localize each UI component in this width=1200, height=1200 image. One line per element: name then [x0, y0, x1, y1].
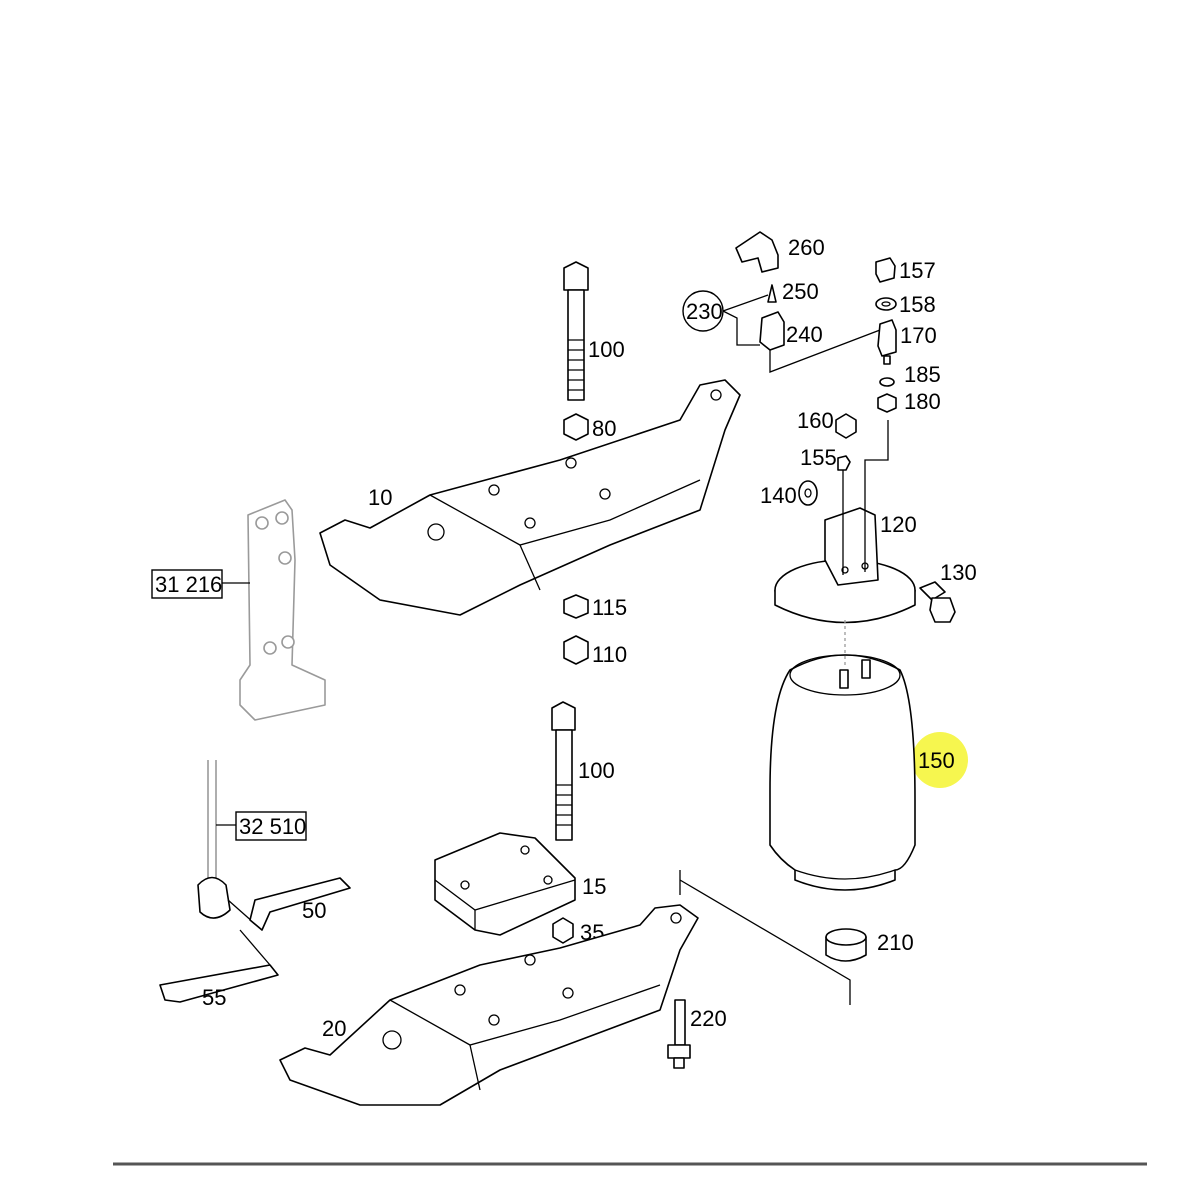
- nut-180: [877, 393, 897, 413]
- ring-158: [875, 297, 897, 311]
- label-100-lower[interactable]: 100: [578, 758, 615, 783]
- label-230[interactable]: 230: [686, 299, 723, 324]
- valve-170: [877, 319, 897, 365]
- label-140[interactable]: 140: [760, 483, 797, 508]
- bolt-100-upper: [563, 261, 589, 401]
- label-80[interactable]: 80: [592, 416, 616, 441]
- label-240[interactable]: 240: [786, 322, 823, 347]
- fitting-250: [767, 284, 777, 303]
- label-160[interactable]: 160: [797, 408, 834, 433]
- label-120[interactable]: 120: [880, 512, 917, 537]
- rod-32510: [197, 760, 263, 931]
- plate-15: [434, 832, 576, 936]
- oring-185: [879, 377, 895, 387]
- label-15[interactable]: 15: [582, 874, 606, 899]
- bolt-220: [667, 999, 691, 1069]
- label-250[interactable]: 250: [782, 279, 819, 304]
- label-110[interactable]: 110: [592, 642, 627, 667]
- label-170[interactable]: 170: [900, 323, 937, 348]
- label-150[interactable]: 150: [918, 748, 955, 773]
- bracket-31216: [239, 499, 326, 721]
- label-210[interactable]: 210: [877, 930, 914, 955]
- label-20[interactable]: 20: [322, 1016, 346, 1041]
- label-50[interactable]: 50: [302, 898, 326, 923]
- upper-bracket-10: [319, 379, 741, 616]
- bolt-130: [919, 581, 956, 623]
- nut-160: [835, 413, 857, 439]
- label-55[interactable]: 55: [202, 985, 226, 1010]
- tee-240: [759, 311, 785, 351]
- nut-35: [552, 917, 574, 944]
- label-158[interactable]: 158: [899, 292, 936, 317]
- label-220[interactable]: 220: [690, 1006, 727, 1031]
- label-180[interactable]: 180: [904, 389, 941, 414]
- ref-box-32510: [235, 811, 307, 841]
- label-115[interactable]: 115: [592, 595, 627, 620]
- plate-120: [824, 507, 879, 586]
- highlight-150: [912, 732, 968, 788]
- ref-box-31216: [151, 569, 223, 599]
- lower-bracket-20: [279, 904, 699, 1106]
- plate-50: [249, 877, 351, 931]
- plate-55: [159, 964, 279, 1003]
- label-185[interactable]: 185: [904, 362, 941, 387]
- label-157[interactable]: 157: [899, 258, 936, 283]
- air-spring-150: [769, 559, 916, 891]
- nut-110: [563, 635, 589, 665]
- label-260[interactable]: 260: [788, 235, 825, 260]
- screw-155: [837, 455, 851, 471]
- washer-140: [798, 480, 818, 506]
- nut-115: [563, 594, 589, 619]
- bump-stop-210: [825, 928, 867, 962]
- label-100-upper[interactable]: 100: [588, 337, 625, 362]
- label-10[interactable]: 10: [368, 485, 392, 510]
- bolt-100-lower: [551, 701, 576, 841]
- cap-157: [875, 257, 896, 283]
- nut-80: [563, 413, 589, 441]
- elbow-260: [735, 231, 779, 273]
- label-130[interactable]: 130: [940, 560, 977, 585]
- label-155[interactable]: 155: [800, 445, 837, 470]
- ref-label-32510[interactable]: 32 510: [239, 814, 306, 839]
- ref-label-31216[interactable]: 31 216: [155, 572, 222, 597]
